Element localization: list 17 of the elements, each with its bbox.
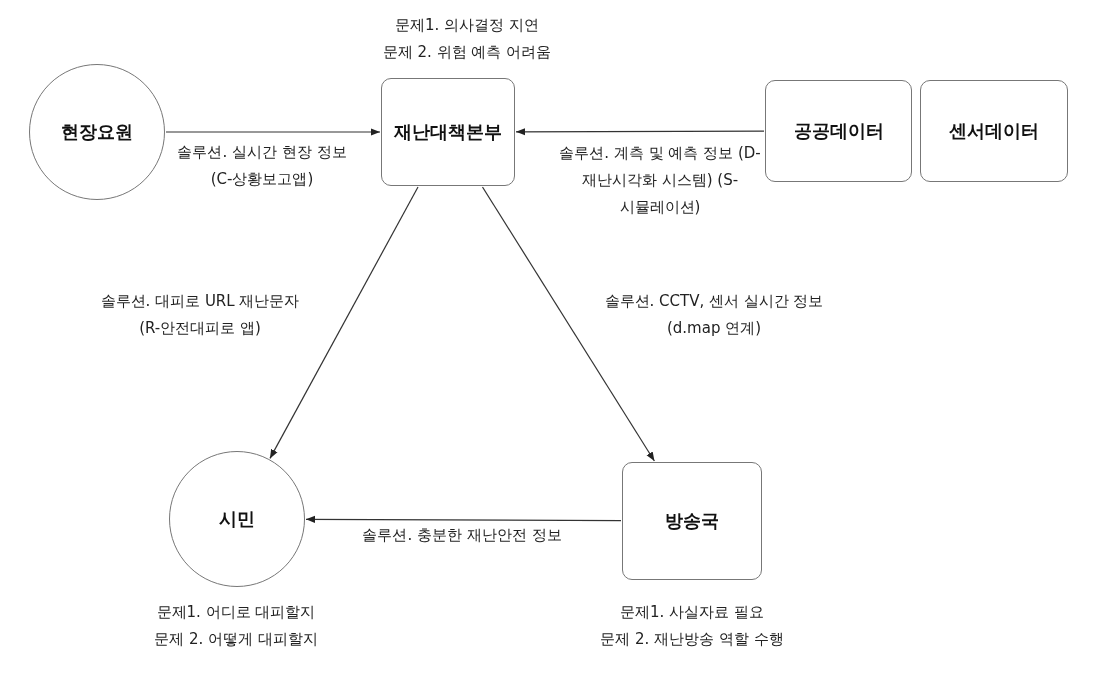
process-box: 방송국 bbox=[622, 462, 762, 580]
arrow bbox=[165, 128, 381, 136]
circle-node: 현장요원 bbox=[29, 64, 165, 200]
problem-note: 문제 2. 위험 예측 어려움 bbox=[382, 42, 552, 62]
arrow bbox=[269, 186, 419, 459]
process-box: 센서데이터 bbox=[920, 80, 1068, 182]
problem-note: 문제1. 의사결정 지연 bbox=[395, 15, 539, 35]
problem-note: 문제1. 사실자료 필요 bbox=[620, 602, 764, 622]
problem-note: 문제 2. 어떻게 대피할지 bbox=[154, 629, 318, 649]
arrow bbox=[305, 515, 622, 523]
arrow bbox=[481, 186, 655, 462]
problem-note: 문제 2. 재난방송 역할 수행 bbox=[600, 629, 784, 649]
arrow bbox=[515, 128, 765, 136]
circle-node: 시민 bbox=[169, 451, 305, 587]
problem-note: 문제1. 어디로 대피할지 bbox=[156, 602, 316, 622]
process-box: 공공데이터 bbox=[765, 80, 912, 182]
process-box: 재난대책본부 bbox=[381, 78, 515, 186]
